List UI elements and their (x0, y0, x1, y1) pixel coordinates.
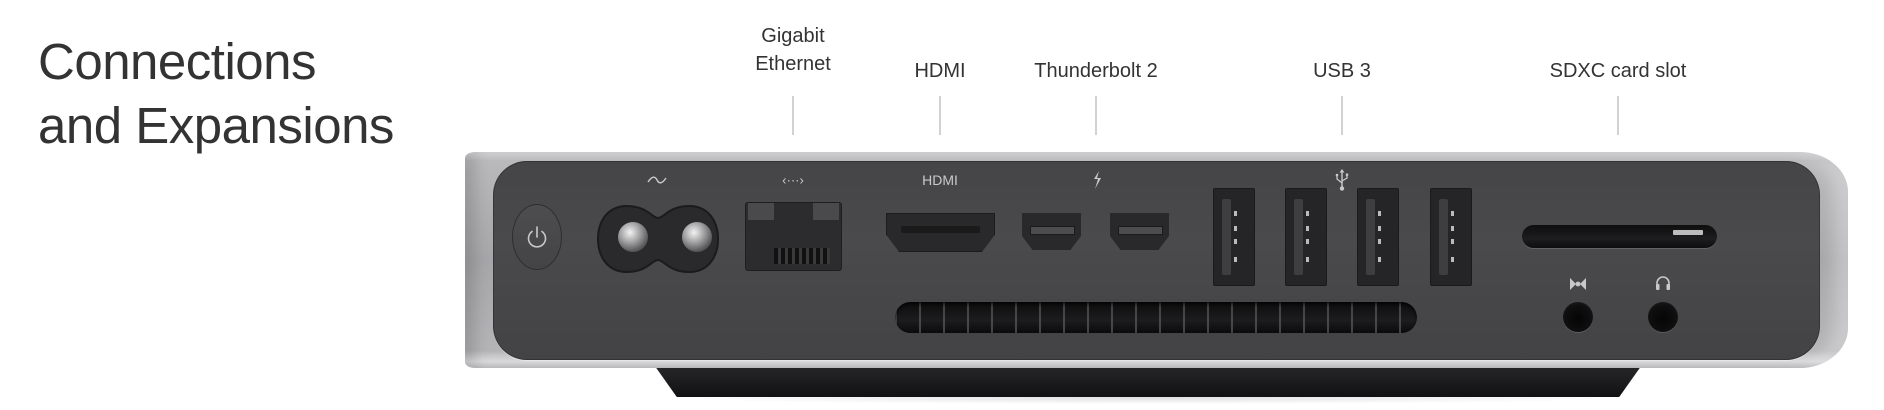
sd-latch (1673, 230, 1703, 235)
power-pin (682, 222, 712, 252)
usb-contact (1306, 239, 1309, 244)
thunderbolt-port-1[interactable] (1022, 213, 1081, 250)
usb-tongue (1366, 199, 1375, 275)
usb-tongue (1294, 199, 1303, 275)
label-hdmi: HDMI (914, 57, 965, 85)
usb-contact (1451, 257, 1454, 262)
leader-line-sdxc (1617, 96, 1619, 135)
label-gigabit-ethernet: Gigabit Ethernet (755, 22, 831, 78)
thunderbolt-slot (1118, 226, 1163, 235)
title-line-1: Connections (38, 33, 317, 90)
hdmi-engraving: HDMI (922, 172, 958, 188)
usb-contact (1451, 239, 1454, 244)
sdxc-card-slot[interactable] (1522, 225, 1717, 248)
usb-icon (1335, 169, 1349, 191)
usb-port-2[interactable] (1285, 188, 1327, 286)
usb-contact (1378, 257, 1381, 262)
label-text: Ethernet (755, 53, 831, 75)
power-button[interactable] (512, 204, 562, 270)
ethernet-icon: ‹···› (782, 172, 804, 188)
usb-contact (1234, 239, 1237, 244)
headphone-icon (1655, 276, 1671, 290)
label-text: HDMI (914, 60, 966, 82)
air-vent (895, 302, 1417, 333)
leader-line-thunderbolt (1095, 96, 1097, 135)
label-text: SDXC card slot (1549, 60, 1687, 82)
usb-port-4[interactable] (1430, 188, 1472, 286)
usb-port-3[interactable] (1357, 188, 1399, 286)
usb-contact (1378, 239, 1381, 244)
label-sdxc-card-slot: SDXC card slot (1550, 57, 1687, 85)
usb-contact (1378, 226, 1381, 231)
usb-contact (1306, 211, 1309, 216)
headphone-jack[interactable] (1648, 302, 1678, 332)
power-pin (618, 222, 648, 252)
usb-tongue (1439, 199, 1448, 275)
audio-in-jack[interactable] (1563, 302, 1593, 332)
audio-in-icon (1570, 278, 1586, 290)
thunderbolt-icon (1092, 171, 1102, 189)
title-line-2: and Expansions (38, 97, 394, 154)
usb-contact (1306, 226, 1309, 231)
ac-power-inlet[interactable] (597, 204, 719, 274)
leader-line-usb (1341, 96, 1343, 135)
page-title: Connections and Expansions (38, 30, 394, 158)
usb-contact (1451, 226, 1454, 231)
usb-port-1[interactable] (1213, 188, 1255, 286)
label-text: USB 3 (1313, 60, 1371, 82)
ethernet-port[interactable] (745, 202, 842, 271)
eth-tab (813, 203, 839, 220)
thunderbolt-port-2[interactable] (1110, 213, 1169, 250)
usb-contact (1378, 211, 1381, 216)
usb-contact (1234, 257, 1237, 262)
eth-contacts (774, 248, 830, 264)
hdmi-tongue (901, 226, 980, 233)
eth-tab (748, 203, 774, 220)
thunderbolt-slot (1030, 226, 1075, 235)
label-usb-3: USB 3 (1313, 57, 1371, 85)
hdmi-port[interactable] (886, 213, 995, 252)
ac-power-icon (647, 176, 667, 184)
label-text: Gigabit (761, 25, 825, 47)
label-text: Thunderbolt 2 (1034, 60, 1158, 82)
label-thunderbolt-2: Thunderbolt 2 (1034, 57, 1157, 85)
usb-contact (1234, 226, 1237, 231)
usb-contact (1306, 257, 1309, 262)
leader-line-ethernet (792, 96, 794, 135)
usb-contact (1451, 211, 1454, 216)
usb-tongue (1222, 199, 1231, 275)
power-icon (526, 224, 548, 250)
leader-line-hdmi (939, 96, 941, 135)
usb-contact (1234, 211, 1237, 216)
